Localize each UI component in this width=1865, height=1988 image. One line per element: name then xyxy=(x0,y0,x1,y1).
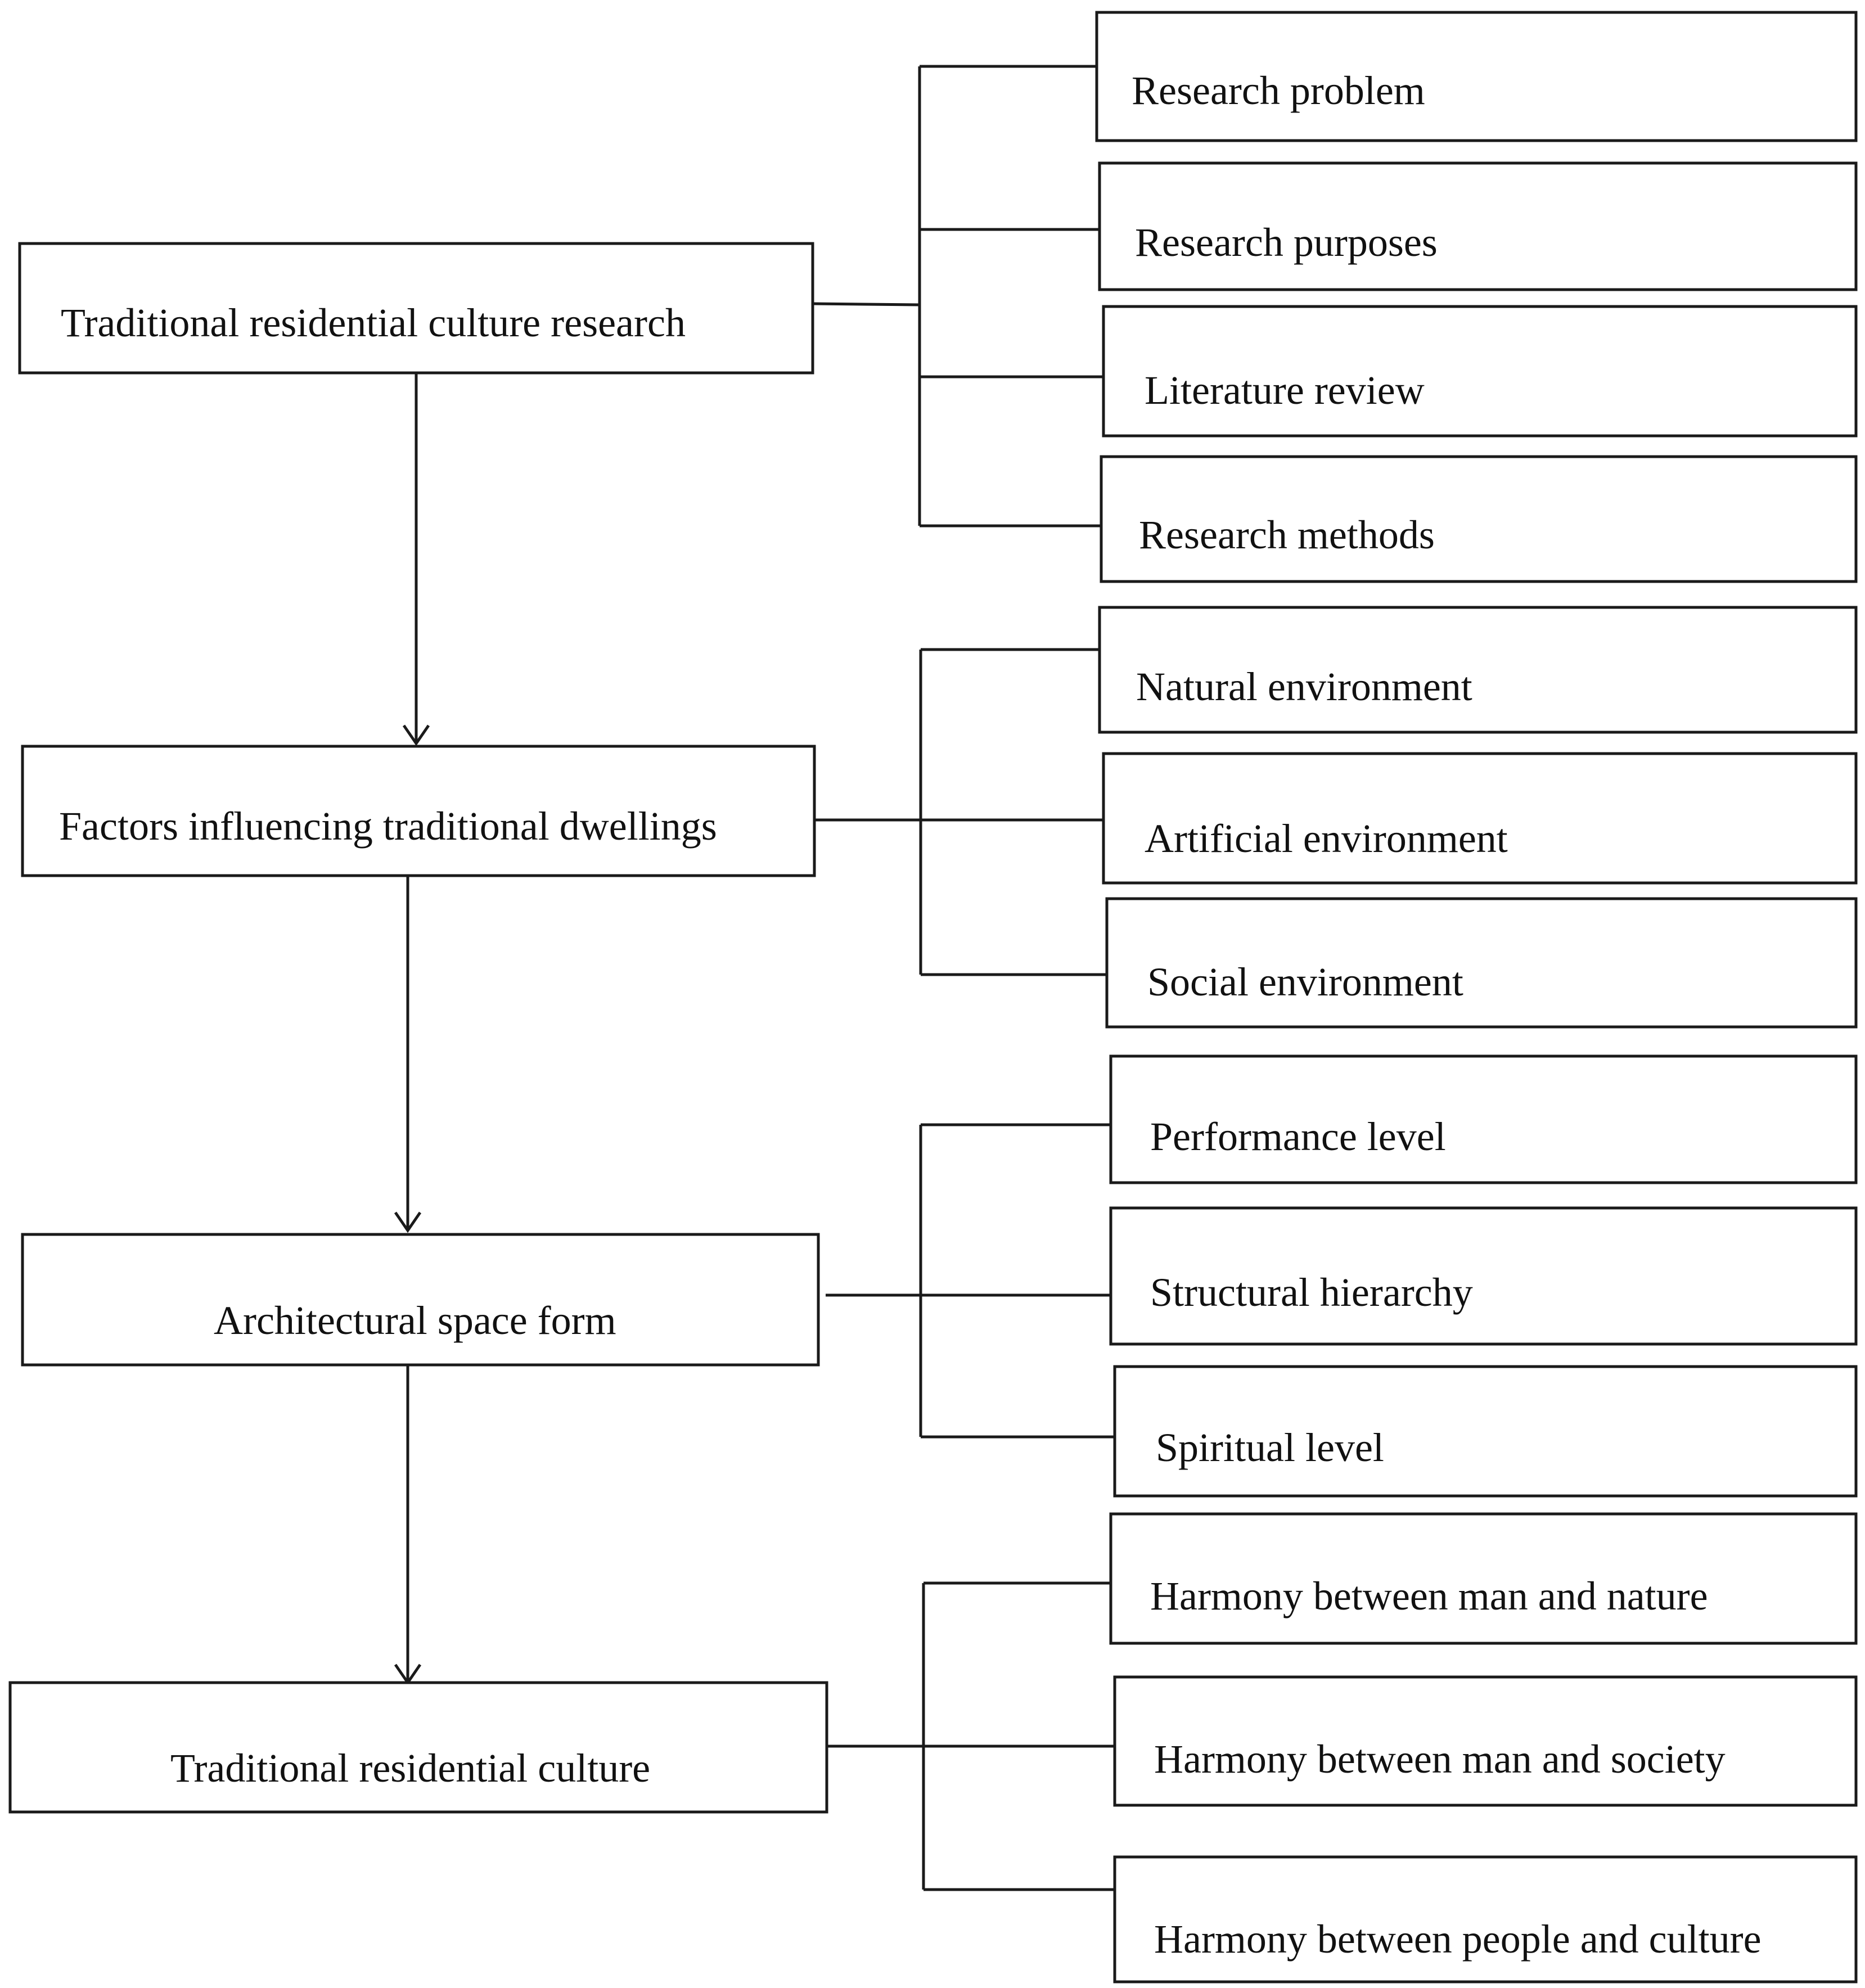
branch-bracket-2 xyxy=(814,648,1107,976)
main-step-4: Traditional residential culture xyxy=(8,1681,828,1814)
arrow-head-step2 xyxy=(402,724,430,746)
arrow-head-step3 xyxy=(394,1211,422,1233)
svg-text:Harmony between people and cul: Harmony between people and culture xyxy=(1154,1917,1762,1962)
main-step-3: Architectural space form xyxy=(21,1233,820,1367)
svg-text:Research purposes: Research purposes xyxy=(1135,220,1438,265)
svg-text:Spiritual level: Spiritual level xyxy=(1156,1425,1384,1470)
svg-text:Research methods: Research methods xyxy=(1139,512,1435,557)
branch-item-research-purposes: Research purposes xyxy=(1098,161,1858,291)
main-step-2: Factors influencing traditional dwelling… xyxy=(21,745,816,877)
main-step-2-label: Factors influencing traditional dwelling… xyxy=(59,804,717,849)
main-step-1: Traditional residential culture research xyxy=(18,242,814,375)
svg-text:Harmony between man and nature: Harmony between man and nature xyxy=(1150,1574,1708,1619)
main-step-3-label: Architectural space form xyxy=(214,1298,616,1343)
branch-item-research-methods: Research methods xyxy=(1100,455,1858,583)
svg-text:Artificial environment: Artificial environment xyxy=(1145,816,1508,861)
svg-text:Structural hierarchy: Structural hierarchy xyxy=(1150,1270,1473,1315)
branch-item-artificial-environment: Artificial environment xyxy=(1102,752,1858,885)
branch-item-literature-review: Literature review xyxy=(1102,305,1858,438)
branch-item-social-environment: Social environment xyxy=(1105,897,1858,1029)
branch-item-harmony-man-society: Harmony between man and society xyxy=(1113,1675,1858,1807)
branch-bracket-3 xyxy=(826,1123,1115,1439)
svg-text:Performance level: Performance level xyxy=(1150,1114,1446,1159)
main-step-1-label: Traditional residential culture research xyxy=(61,300,686,345)
main-step-4-label: Traditional residential culture xyxy=(170,1746,650,1791)
svg-text:Natural environment: Natural environment xyxy=(1136,664,1472,709)
branch-bracket-4 xyxy=(827,1581,1115,1891)
flow-arrows xyxy=(394,366,430,1685)
branch-item-research-problem: Research problem xyxy=(1095,11,1858,142)
svg-text:Social environment: Social environment xyxy=(1147,959,1463,1004)
branch-bracket-1 xyxy=(812,65,1103,528)
svg-text:Literature review: Literature review xyxy=(1145,368,1425,413)
branch-item-spiritual-level: Spiritual level xyxy=(1113,1365,1858,1498)
branch-item-natural-environment: Natural environment xyxy=(1098,606,1858,734)
branch-item-structural-hierarchy: Structural hierarchy xyxy=(1109,1206,1858,1346)
branch-item-harmony-people-culture: Harmony between people and culture xyxy=(1113,1855,1858,1984)
branch-item-performance-level: Performance level xyxy=(1109,1054,1858,1184)
svg-text:Harmony between man and societ: Harmony between man and society xyxy=(1154,1737,1726,1782)
branch-item-harmony-man-nature: Harmony between man and nature xyxy=(1109,1512,1858,1645)
svg-text:Research problem: Research problem xyxy=(1132,68,1425,113)
